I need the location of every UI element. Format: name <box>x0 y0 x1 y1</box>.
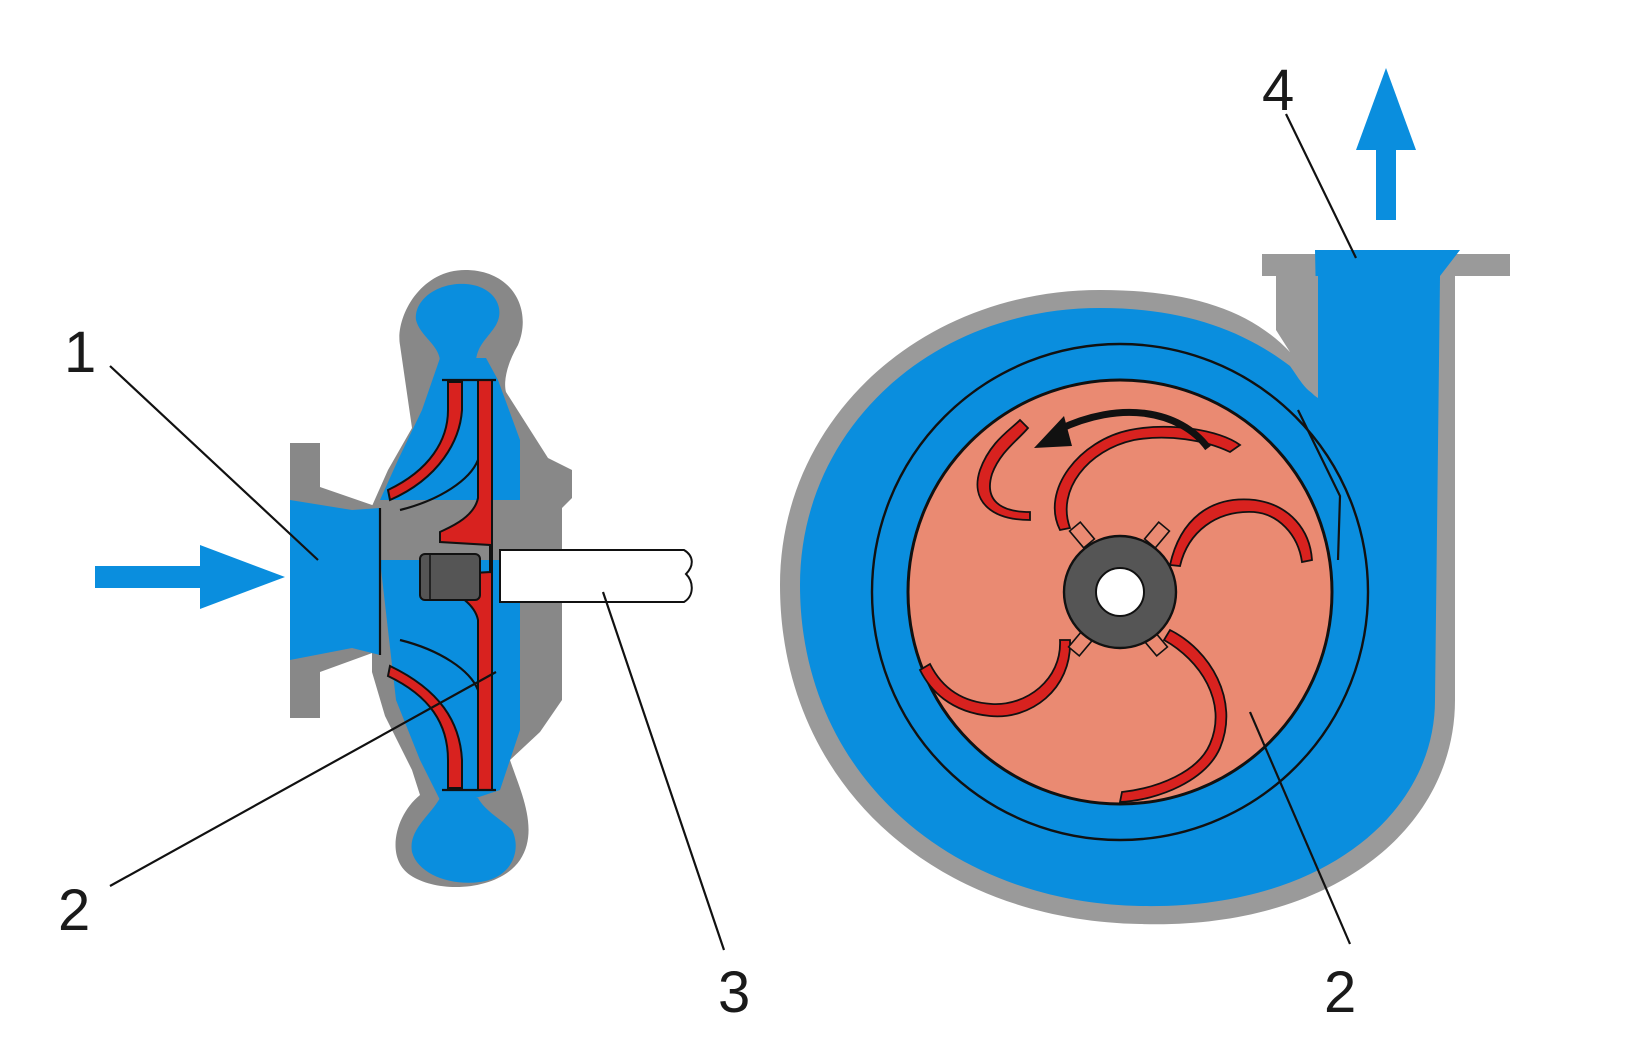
impeller-vanes <box>918 418 1313 803</box>
volute-cutwater-line <box>1297 409 1342 561</box>
arrow-right-icon <box>95 545 285 609</box>
label-inlet: 1 <box>64 320 96 385</box>
label-outlet: 4 <box>1262 58 1294 123</box>
arrow-up-icon <box>1356 68 1416 220</box>
callouts: 1 2 3 4 2 <box>58 58 1357 1025</box>
curved-arrow-counterclockwise-icon <box>1034 409 1211 451</box>
shaft-bore <box>1095 567 1145 617</box>
shaft-assembly <box>419 549 693 603</box>
pump-front-view <box>780 68 1510 925</box>
volute-inner-ring <box>870 342 1370 842</box>
volute-tongue <box>1276 276 1318 398</box>
label-impeller-side: 2 <box>58 878 90 943</box>
label-impeller-front: 2 <box>1324 960 1356 1025</box>
label-shaft: 3 <box>718 960 750 1025</box>
impeller-spokes <box>1067 520 1171 658</box>
pump-side-section <box>95 269 693 887</box>
